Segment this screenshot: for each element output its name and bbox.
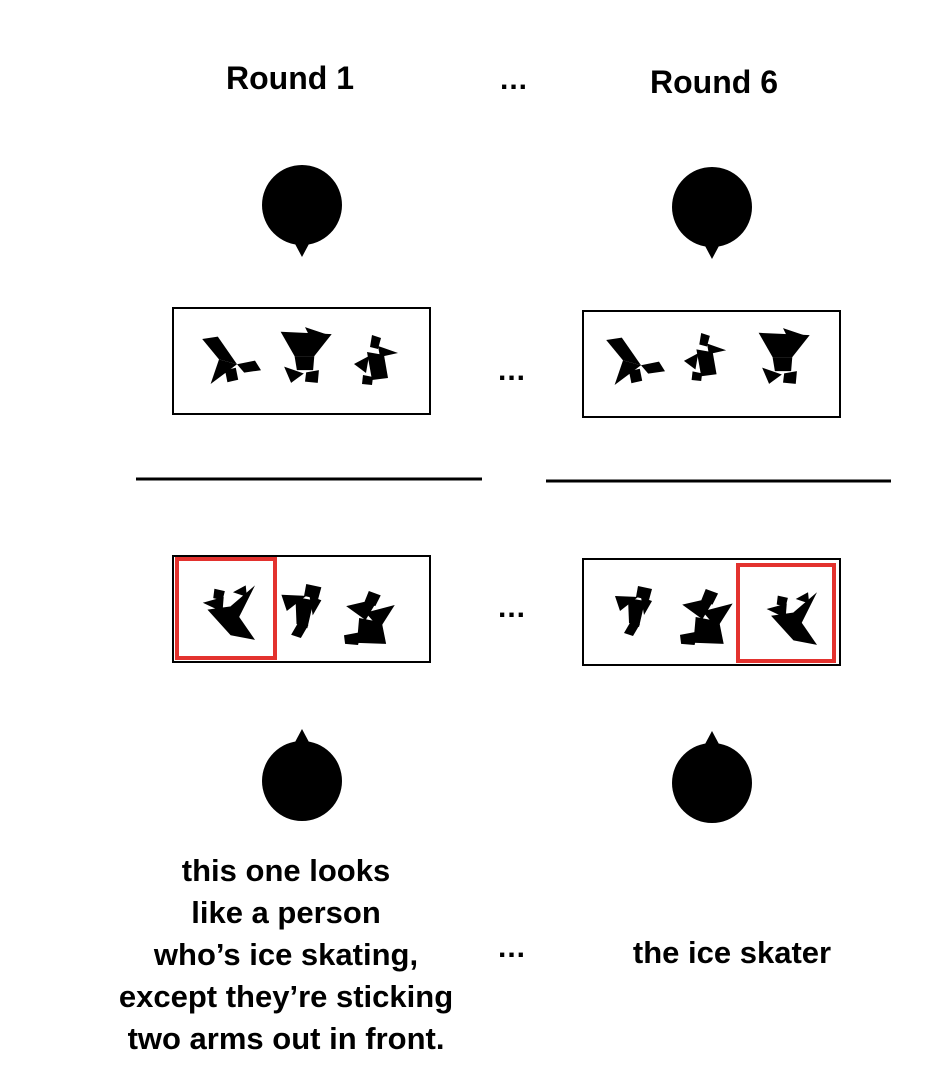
utterance-line: two arms out in front. (127, 1021, 445, 1056)
utterance-round-1: this one looks like a person who’s ice s… (86, 850, 486, 1060)
divider-line-round-6 (546, 479, 891, 483)
listener-row-ellipsis: ... (498, 591, 527, 624)
divider-line-round-1 (136, 477, 482, 481)
utterance-round-6: the ice skater (590, 932, 874, 974)
speaker-context-panel-round-6 (582, 310, 841, 418)
speaker-context-panel-round-1 (172, 307, 431, 415)
selection-highlight (736, 563, 836, 663)
speaker-agent-icon-round-1 (262, 165, 342, 257)
listener-agent-icon-round-6 (672, 731, 752, 823)
header-ellipsis: ... (500, 63, 529, 96)
speaker-row-ellipsis: ... (498, 354, 527, 387)
utterance-ellipsis: ... (498, 931, 527, 964)
listener-context-panel-round-6 (582, 558, 841, 666)
utterance-line: the ice skater (632, 935, 832, 970)
listener-agent-icon-round-1 (262, 729, 342, 821)
round-6-title: Round 6 (650, 64, 778, 100)
utterance-line: this one looks (181, 853, 391, 888)
selection-highlight (175, 557, 277, 660)
utterance-line: except they’re sticking (118, 979, 454, 1014)
round-1-title: Round 1 (226, 60, 354, 96)
utterance-line: like a person (191, 895, 381, 930)
listener-context-panel-round-1 (172, 555, 431, 663)
speaker-agent-icon-round-6 (672, 167, 752, 259)
utterance-line: who’s ice skating, (153, 937, 419, 972)
